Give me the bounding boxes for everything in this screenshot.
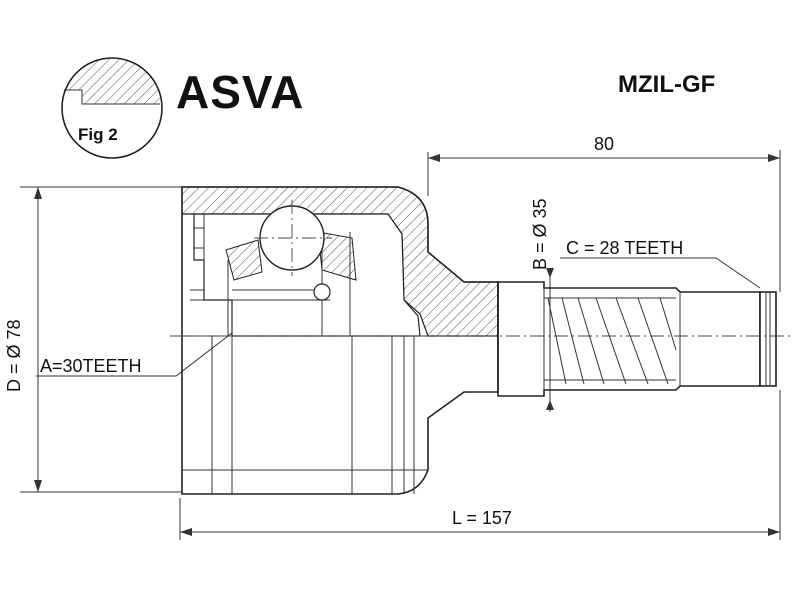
fig-symbol: Fig 2: [61, 57, 163, 159]
figure-label: Fig 2: [78, 125, 118, 144]
outer-teeth-callout: C = 28 TEETH: [560, 238, 761, 289]
total-length-dimension: L = 157: [179, 390, 781, 540]
shaft-length-label: 80: [594, 134, 614, 154]
brand-logo: ASVA: [176, 66, 304, 118]
shaft-diameter-dimension: B = Ø 35: [530, 198, 554, 412]
total-length-label: L = 157: [452, 508, 512, 528]
outer-diameter-dimension: D = Ø 78: [4, 186, 182, 493]
outer-teeth-label: C = 28 TEETH: [566, 238, 683, 258]
shaft-diameter-label: B = Ø 35: [530, 198, 550, 270]
joint-body: [181, 186, 499, 495]
shaft-length-dimension: 80: [427, 134, 781, 292]
outer-diameter-label: D = Ø 78: [4, 319, 24, 392]
inner-teeth-label: A=30TEETH: [40, 356, 142, 376]
splined-shaft: [497, 281, 777, 397]
part-code: MZIL-GF: [618, 71, 715, 98]
